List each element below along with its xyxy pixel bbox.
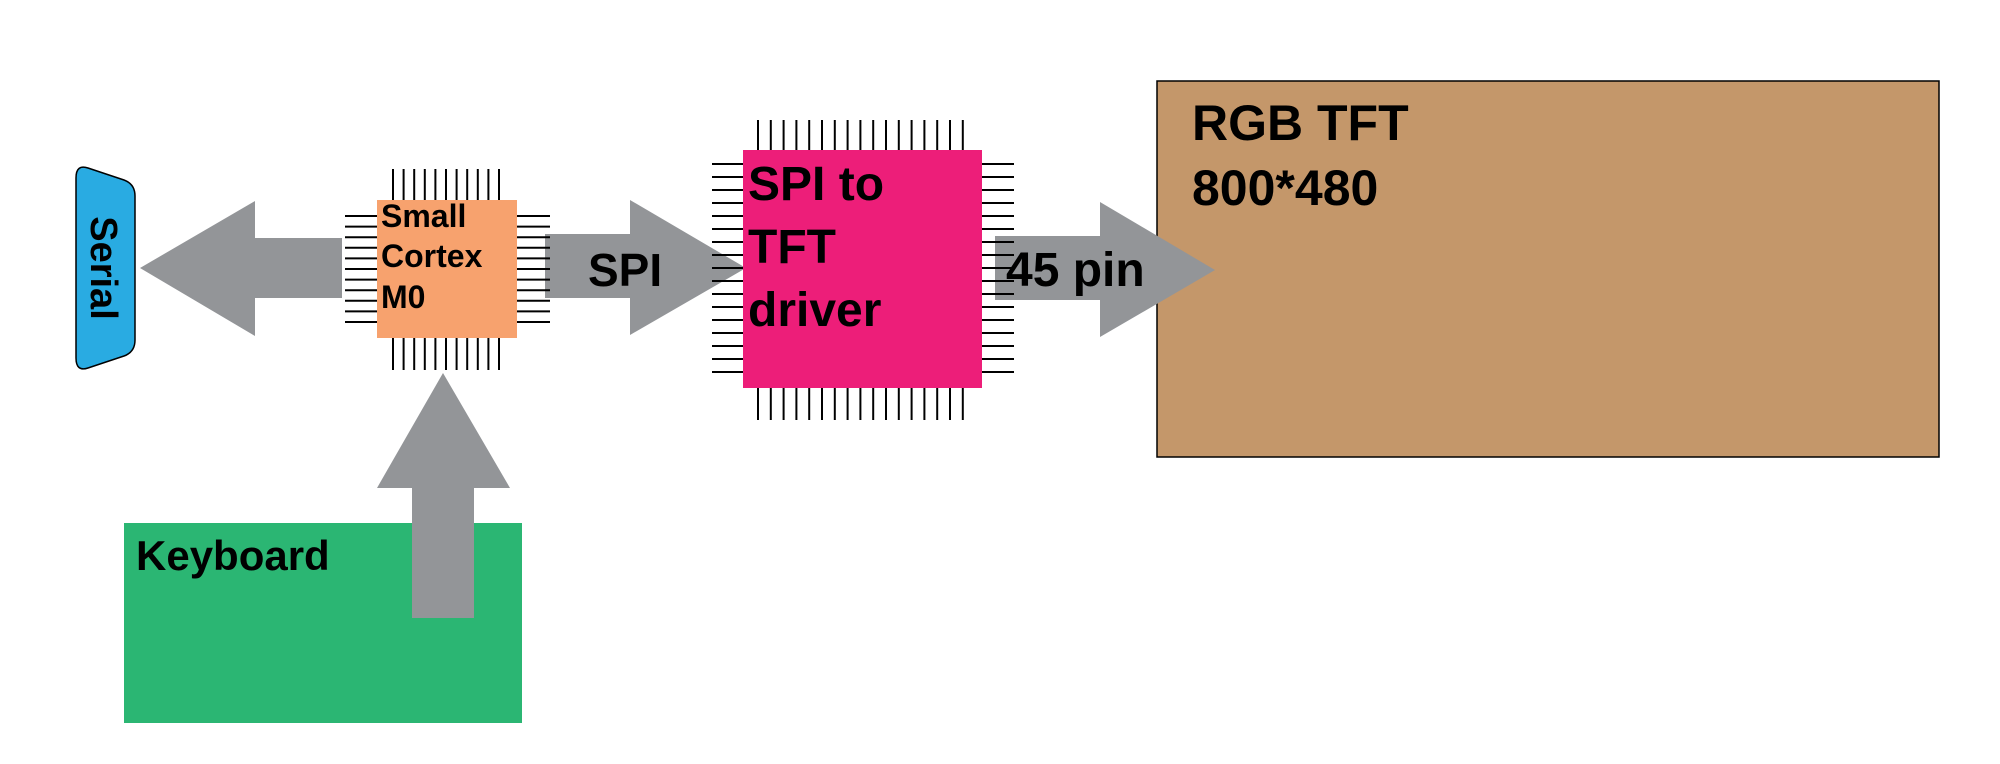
serial-label: Serial xyxy=(82,216,124,320)
mcu-chip: Small Cortex M0 xyxy=(345,169,550,370)
mcu-label-line1: Small xyxy=(381,198,466,234)
display-block: RGB TFT 800*480 xyxy=(1156,80,1940,458)
arrow-keyboard-to-mcu xyxy=(377,373,510,618)
display-box xyxy=(1156,80,1940,458)
45-pin-link-label: 45 pin xyxy=(1006,244,1145,297)
arrow-spi xyxy=(545,200,746,335)
serial-connector: Serial xyxy=(75,166,136,370)
tft-driver-pins xyxy=(712,120,1014,420)
display-label-line1: RGB TFT xyxy=(1192,95,1409,151)
mcu-pins xyxy=(345,169,550,370)
mcu-label-line2: Cortex xyxy=(381,238,483,274)
tft-driver-body xyxy=(743,150,982,388)
serial-shape xyxy=(75,166,136,370)
mcu-label-line3: M0 xyxy=(381,279,425,315)
arrow-mcu-to-serial xyxy=(140,201,342,336)
mcu-body xyxy=(377,200,517,338)
tft-driver-label-line1: SPI to xyxy=(748,158,884,211)
spi-link-label: SPI xyxy=(588,244,662,296)
display-label-line2: 800*480 xyxy=(1192,160,1378,216)
arrows xyxy=(140,200,1215,618)
tft-driver-label-line2: TFT xyxy=(748,221,836,274)
keyboard-label: Keyboard xyxy=(136,532,330,579)
arrow-45-pin xyxy=(995,202,1215,337)
tft-driver-label-line3: driver xyxy=(748,284,881,337)
tft-driver-chip: SPI to TFT driver xyxy=(712,120,1014,420)
